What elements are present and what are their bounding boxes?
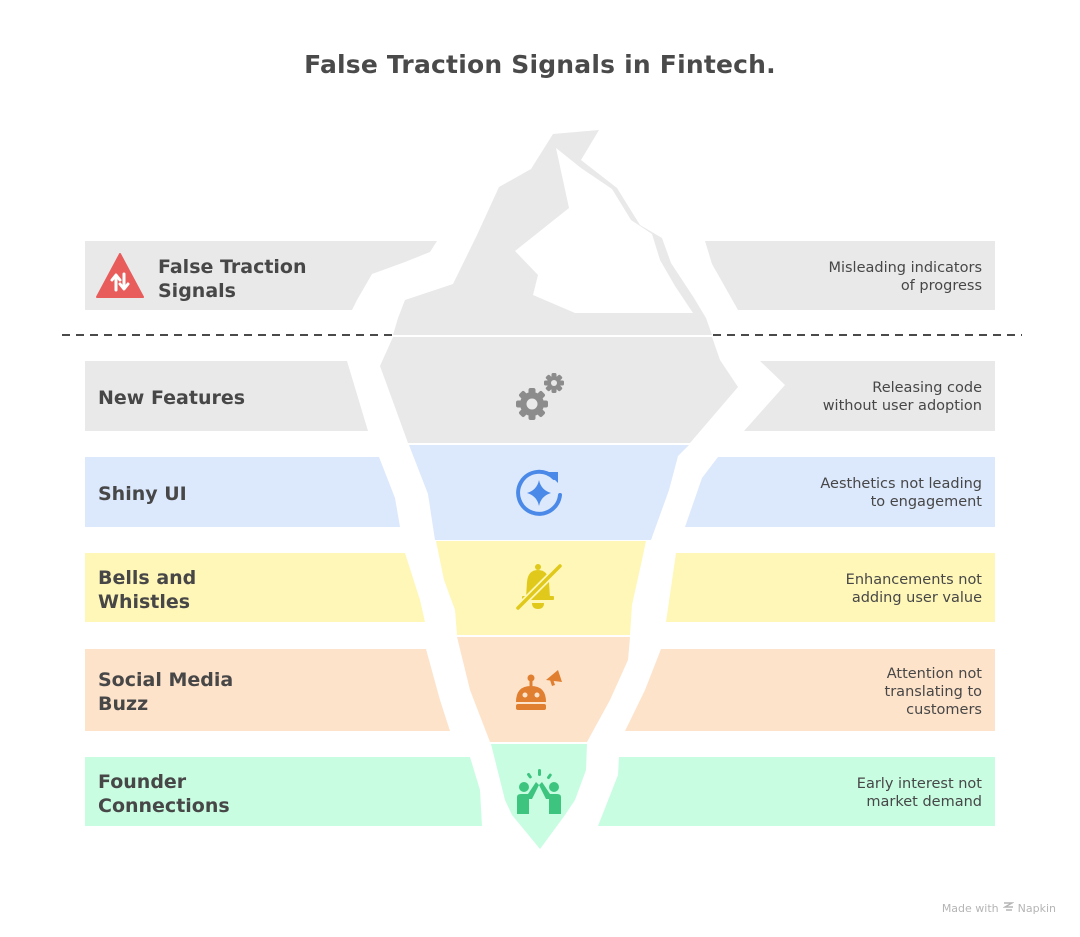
- tier-2-band-left: [85, 457, 400, 527]
- top-tier-description: Misleading indicators of progress: [742, 259, 982, 295]
- tier-2-label: Shiny UI: [98, 482, 338, 506]
- diagram-title: False Traction Signals in Fintech.: [304, 50, 776, 79]
- warning-up-down-arrows-icon: [95, 252, 145, 304]
- tier-2-description: Aesthetics not leading to engagement: [742, 475, 982, 511]
- top-tier-description-line1: Misleading indicators: [828, 260, 982, 276]
- top-tier-band-left: [85, 241, 437, 310]
- tier-4-description-line2: translating to: [884, 684, 982, 700]
- tier-4-description-line3: customers: [906, 702, 982, 718]
- tier-5-description: Early interest not market demand: [742, 775, 982, 811]
- tier-5-description-line2: market demand: [866, 794, 982, 810]
- tier-2-band-right: [685, 457, 995, 527]
- tier-3-description: Enhancements not adding user value: [742, 571, 982, 607]
- tier-4-label-line1: Social Media: [98, 669, 234, 691]
- iceberg-tip-highlight: [515, 148, 693, 313]
- tier-4-description: Attention not translating to customers: [742, 665, 982, 719]
- robot-megaphone-icon: [514, 664, 568, 722]
- tier-1-description-line2: without user adoption: [822, 398, 982, 414]
- tier-5-band-center: [491, 744, 587, 849]
- tier-4-band-center: [457, 637, 630, 742]
- napkin-brand-label: Napkin: [1017, 901, 1056, 915]
- gears-icon: [514, 372, 568, 426]
- tier-4-band-right: [625, 649, 995, 731]
- made-with-label: Made with: [941, 901, 999, 915]
- napkin-logo-icon: [1002, 901, 1015, 915]
- tier-3-label: Bells and Whistles: [98, 566, 338, 614]
- made-with-napkin-footer[interactable]: Made with Napkin: [942, 901, 1056, 915]
- tier-3-description-line1: Enhancements not: [845, 572, 982, 588]
- tier-2-description-line1: Aesthetics not leading: [820, 476, 982, 492]
- top-tier-label-line1: False Traction: [158, 256, 307, 278]
- bell-off-icon: [514, 562, 566, 618]
- top-tier-label: False Traction Signals: [158, 255, 398, 303]
- tier-5-label-line1: Founder: [98, 771, 187, 793]
- tier-4-description-line1: Attention not: [886, 666, 982, 682]
- tier-3-band-right: [666, 553, 995, 622]
- high-five-icon: [514, 767, 566, 821]
- tier-3-description-line2: adding user value: [851, 590, 982, 606]
- tier-5-band-right: [598, 757, 995, 826]
- top-tier-description-line2: of progress: [900, 278, 982, 294]
- tier-5-description-line1: Early interest not: [856, 776, 982, 792]
- tier-5-band-left: [85, 757, 482, 826]
- tier-5-label: Founder Connections: [98, 770, 338, 818]
- tier-1-description: Releasing code without user adoption: [742, 379, 982, 415]
- tier-1-description-line1: Releasing code: [872, 380, 982, 396]
- tier-1-label-line1: New Features: [98, 387, 246, 409]
- tier-4-label: Social Media Buzz: [98, 668, 338, 716]
- top-tier-label-line2: Signals: [158, 280, 236, 302]
- tier-3-label-line1: Bells and: [98, 567, 197, 589]
- tier-5-label-line2: Connections: [98, 795, 230, 817]
- tier-2-description-line2: to engagement: [870, 494, 982, 510]
- tier-1-band-right: [744, 361, 995, 431]
- tier-3-band-left: [85, 553, 425, 622]
- tier-4-label-line2: Buzz: [98, 693, 149, 715]
- tier-1-band-left: [85, 361, 368, 431]
- tier-4-band-left: [85, 649, 450, 731]
- sparkle-refresh-icon: [514, 468, 566, 522]
- tier-1-label: New Features: [98, 386, 338, 410]
- tier-2-label-line1: Shiny UI: [98, 483, 187, 505]
- tier-3-label-line2: Whistles: [98, 591, 191, 613]
- top-tier-band-right: [705, 241, 995, 310]
